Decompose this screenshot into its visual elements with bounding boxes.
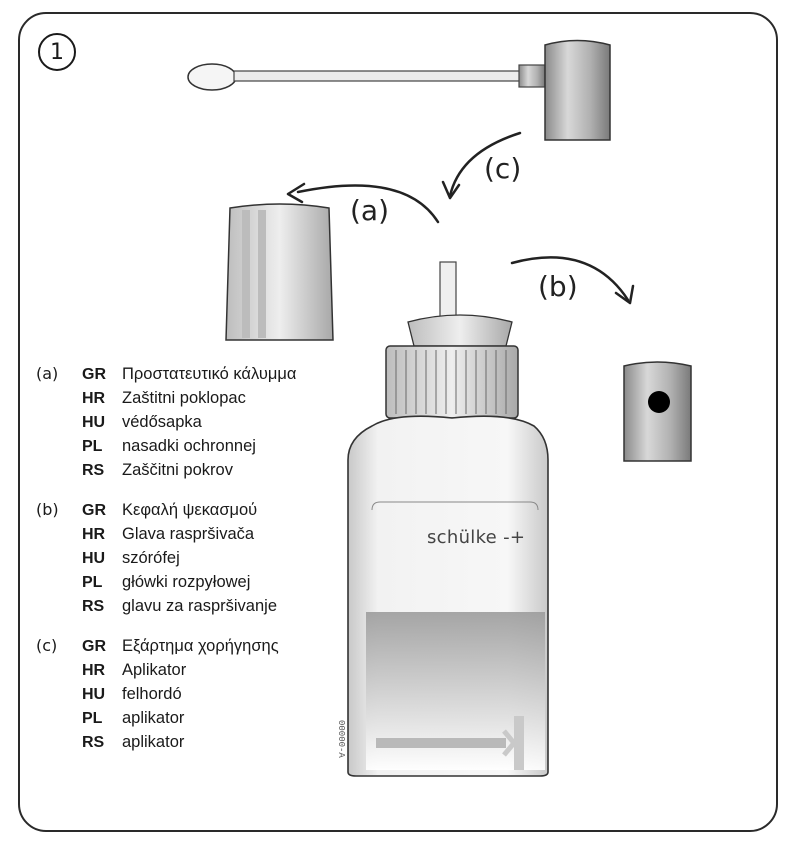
language-code: HU xyxy=(82,686,106,703)
bottle-brand-label: schülke -+ xyxy=(427,527,526,548)
language-code: RS xyxy=(82,734,105,751)
callout-b: (b) xyxy=(538,270,578,303)
legend-row: PL nasadki ochronnej xyxy=(36,434,296,458)
step-number: 1 xyxy=(50,39,64,65)
legend-group-a: (a) GR Προστατευτικό κάλυμμα HR Zaštitni po… xyxy=(36,362,296,482)
part-term: felhordó xyxy=(122,685,182,703)
legend-row: (b) GR Κεφαλή ψεκασμού xyxy=(36,498,296,522)
legend-row: HR Aplikator xyxy=(36,658,296,682)
bottle-drawing xyxy=(347,261,549,777)
legend-row: HR Zaštitni poklopac xyxy=(36,386,296,410)
legend-row: RS Zaščitni pokrov xyxy=(36,458,296,482)
part-term: Glava raspršivača xyxy=(122,525,255,543)
legend-row: HR Glava raspršivača xyxy=(36,522,296,546)
parts-legend: (a) GR Προστατευτικό κάλυμμα HR Zaštitni po… xyxy=(36,362,296,770)
legend-group-c: (c) GR Εξάρτημα χορήγησης HR Aplikator HU fe… xyxy=(36,634,296,754)
language-code: HU xyxy=(82,414,106,431)
language-code: HU xyxy=(82,550,106,567)
language-code: GR xyxy=(82,502,106,519)
legend-row: PL aplikator xyxy=(36,706,296,730)
part-term: aplikator xyxy=(122,709,185,727)
part-term: Zaščitni pokrov xyxy=(122,461,233,479)
legend-row: RS glavu za raspršivanje xyxy=(36,594,296,618)
language-code: RS xyxy=(82,462,105,479)
legend-row: HU szórófej xyxy=(36,546,296,570)
part-term: nasadki ochronnej xyxy=(122,437,256,455)
protective-cap-drawing xyxy=(225,203,334,341)
language-code: PL xyxy=(82,710,103,727)
arrow-c xyxy=(448,131,522,198)
arrow-a xyxy=(296,184,440,224)
spray-head-drawing xyxy=(623,361,692,462)
callout-c: (c) xyxy=(484,152,522,185)
applicator-drawing xyxy=(187,39,611,141)
part-term: aplikator xyxy=(122,733,185,751)
legend-tag: (c) xyxy=(36,636,58,655)
language-code: RS xyxy=(82,598,105,615)
part-term: Προστατευτικό κάλυμμα xyxy=(122,365,297,383)
legend-row: (c) GR Εξάρτημα χορήγησης xyxy=(36,634,296,658)
callout-a: (a) xyxy=(350,194,390,227)
legend-row: RS aplikator xyxy=(36,730,296,754)
language-code: HR xyxy=(82,390,106,407)
legend-row: HU felhordó xyxy=(36,682,296,706)
bottle-product-code: 00000-A xyxy=(336,720,346,758)
language-code: PL xyxy=(82,438,103,455)
part-term: szórófej xyxy=(122,549,180,567)
legend-row: (a) GR Προστατευτικό κάλυμμα xyxy=(36,362,296,386)
language-code: HR xyxy=(82,662,106,679)
part-term: Aplikator xyxy=(122,661,187,679)
language-code: HR xyxy=(82,526,106,543)
part-term: Εξάρτημα χορήγησης xyxy=(122,637,279,655)
direction-arrows xyxy=(286,131,635,305)
language-code: PL xyxy=(82,574,103,591)
step-number-badge: 1 xyxy=(38,33,76,71)
legend-row: PL główki rozpyłowej xyxy=(36,570,296,594)
arrow-b xyxy=(510,256,630,302)
language-code: GR xyxy=(82,366,106,383)
part-term: védősapka xyxy=(122,413,202,431)
language-code: GR xyxy=(82,638,106,655)
part-term: Κεφαλή ψεκασμού xyxy=(122,501,258,519)
legend-row: HU védősapka xyxy=(36,410,296,434)
legend-group-b: (b) GR Κεφαλή ψεκασμού HR Glava raspršivača… xyxy=(36,498,296,618)
legend-tag: (b) xyxy=(36,500,59,519)
part-term: Zaštitni poklopac xyxy=(122,389,246,407)
legend-tag: (a) xyxy=(36,364,59,383)
part-term: glavu za raspršivanje xyxy=(122,597,277,615)
part-term: główki rozpyłowej xyxy=(122,573,251,591)
